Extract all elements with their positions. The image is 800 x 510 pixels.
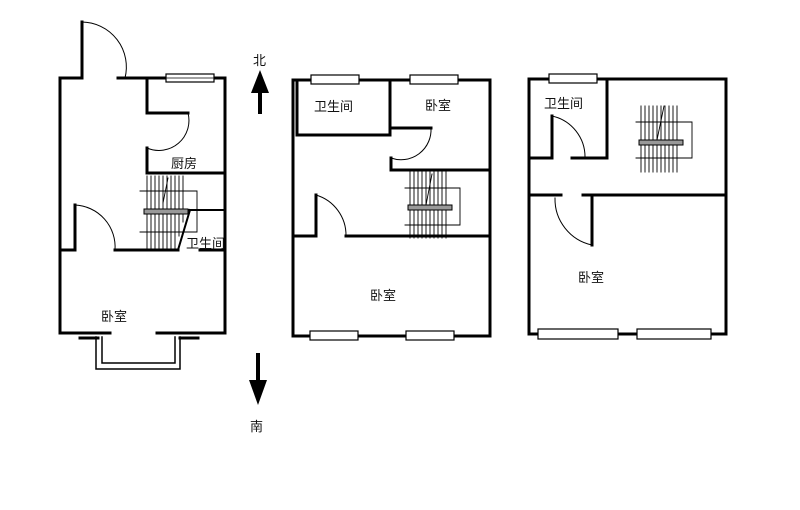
south-arrow-icon bbox=[249, 353, 267, 405]
floor1-kitchen-label: 厨房 bbox=[171, 157, 198, 172]
floor2-bathroom-label: 卫生间 bbox=[314, 100, 354, 115]
floor2-south-bedroom-label: 卧室 bbox=[370, 289, 397, 304]
north-arrow-icon bbox=[251, 70, 269, 114]
floor1-bathroom-label: 卫生间 bbox=[186, 237, 226, 252]
north-label: 北 bbox=[253, 54, 267, 69]
floor1-bedroom-label: 卧室 bbox=[101, 310, 128, 325]
floor3-bathroom-label: 卫生间 bbox=[544, 97, 584, 112]
floor-1-plan bbox=[58, 20, 227, 370]
floor2-north-bedroom-label: 卧室 bbox=[425, 99, 452, 114]
floor3-bedroom-label: 卧室 bbox=[578, 271, 605, 286]
south-label: 南 bbox=[250, 420, 264, 435]
floor-2-plan bbox=[291, 74, 492, 341]
floor-3-plan bbox=[527, 73, 728, 340]
